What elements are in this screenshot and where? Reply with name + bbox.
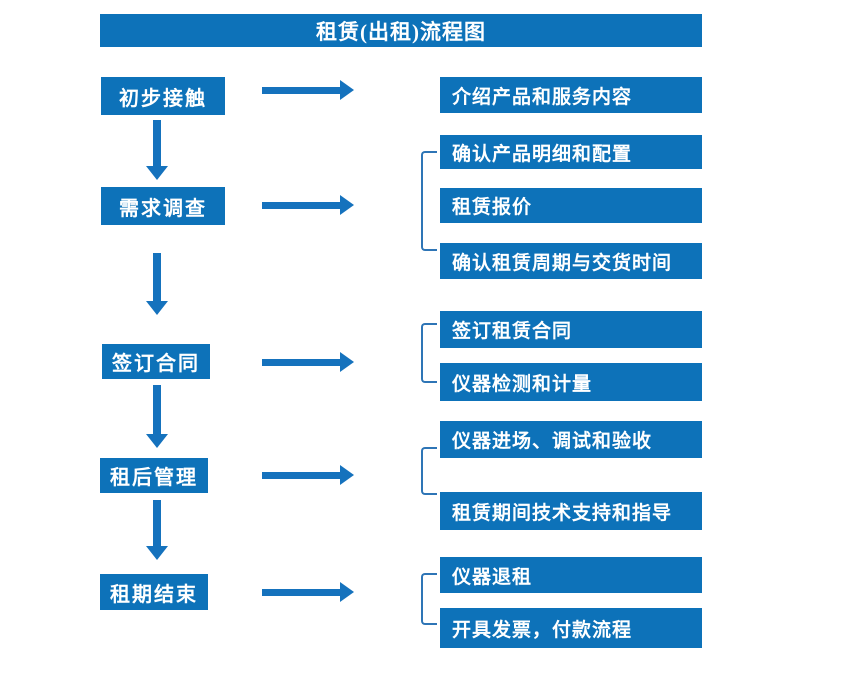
output-label: 仪器检测和计量 (452, 373, 593, 395)
output-box-instrument-return: 仪器退租 (440, 557, 702, 593)
output-box-rental-quote: 租赁报价 (440, 188, 702, 223)
right-arrow-icon (262, 582, 354, 602)
stage-box-rental-end: 租期结束 (100, 574, 208, 610)
down-arrow-icon (146, 120, 168, 180)
output-box-instrument-setup: 仪器进场、调试和验收 (440, 421, 702, 458)
output-label: 仪器进场、调试和验收 (452, 431, 653, 452)
output-label: 租赁报价 (452, 197, 533, 218)
stage-label: 需求调查 (119, 197, 207, 220)
stage-label: 租期结束 (110, 583, 198, 606)
bracket-connector-sign-contract (421, 323, 437, 383)
right-arrow-icon (262, 465, 354, 485)
output-label: 确认产品明细和配置 (452, 143, 633, 165)
output-label: 介绍产品和服务内容 (452, 86, 633, 108)
right-arrow-icon (262, 352, 354, 372)
output-label: 开具发票，付款流程 (452, 619, 633, 641)
output-label: 租赁期间技术支持和指导 (452, 502, 673, 524)
output-box-invoice-payment: 开具发票，付款流程 (440, 608, 702, 648)
stage-label: 初步接触 (119, 87, 207, 110)
output-box-technical-support: 租赁期间技术支持和指导 (440, 492, 702, 530)
output-box-sign-rental-contract: 签订租赁合同 (440, 311, 702, 348)
flowchart-title-banner: 租赁(出租)流程图 (100, 14, 702, 47)
down-arrow-icon (146, 385, 168, 448)
down-arrow-icon (146, 253, 168, 315)
output-label: 签订租赁合同 (452, 321, 573, 342)
output-label: 确认租赁周期与交货时间 (452, 252, 673, 274)
stage-box-sign-contract: 签订合同 (102, 344, 210, 379)
stage-box-post-rental-management: 租后管理 (100, 458, 208, 493)
bracket-connector-rental-end (421, 573, 437, 625)
output-box-introduce-products: 介绍产品和服务内容 (440, 77, 702, 113)
right-arrow-icon (262, 195, 354, 215)
stage-box-initial-contact: 初步接触 (101, 77, 225, 115)
output-box-instrument-inspection: 仪器检测和计量 (440, 363, 702, 401)
output-box-confirm-rental-period: 确认租赁周期与交货时间 (440, 243, 702, 279)
right-arrow-icon (262, 80, 354, 100)
bracket-connector-post-rental (421, 447, 437, 495)
bracket-connector-demand-survey (421, 151, 437, 251)
stage-label: 签订合同 (112, 353, 200, 375)
down-arrow-icon (146, 500, 168, 560)
output-label: 仪器退租 (452, 566, 533, 588)
stage-box-demand-survey: 需求调查 (101, 187, 225, 225)
output-box-confirm-product-details: 确认产品明细和配置 (440, 135, 702, 169)
flowchart-title: 租赁(出租)流程图 (316, 19, 486, 44)
stage-label: 租后管理 (110, 467, 198, 489)
